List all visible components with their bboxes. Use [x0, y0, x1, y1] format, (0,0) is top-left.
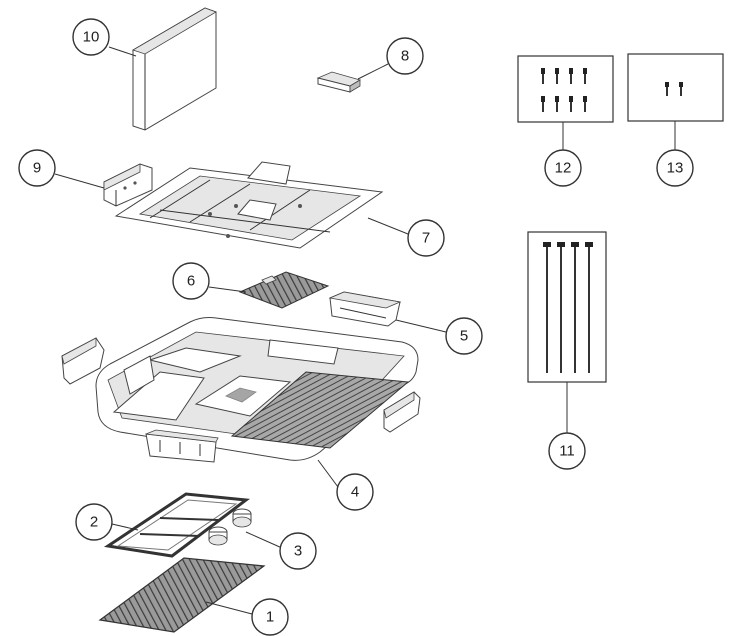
part-3-knobs: [208, 508, 252, 546]
part-7-mounting-plate: [114, 161, 384, 249]
callout-1: 1: [251, 598, 289, 636]
svg-text:11: 11: [559, 443, 575, 460]
svg-text:9: 9: [33, 160, 41, 177]
callout-7: 7: [407, 219, 445, 257]
svg-text:4: 4: [351, 484, 359, 501]
svg-text:7: 7: [422, 230, 430, 247]
part-10-filter-pad: [132, 7, 217, 131]
svg-text:10: 10: [83, 29, 100, 46]
svg-text:1: 1: [266, 609, 274, 626]
part-6-small-grille: [238, 271, 330, 309]
part-12-screw-kit: [517, 55, 614, 123]
leader-6: [208, 286, 247, 293]
svg-text:3: 3: [294, 543, 302, 560]
svg-text:12: 12: [555, 160, 572, 177]
svg-text:6: 6: [187, 273, 195, 290]
part-4-right-louver: [383, 391, 421, 433]
svg-text:8: 8: [401, 48, 409, 65]
part-2-frame-gasket: [103, 492, 250, 558]
leader-7: [367, 217, 409, 235]
callout-12: 12: [544, 149, 582, 187]
leader-8: [357, 63, 389, 80]
callout-8: 8: [386, 37, 424, 75]
callout-11: 11: [548, 432, 586, 470]
leader-2: [111, 523, 139, 531]
part-5-side-louver: [328, 291, 402, 327]
part-11-bolt-kit: [527, 231, 607, 383]
callout-6: 6: [172, 262, 210, 300]
part-8-bracket: [316, 71, 361, 93]
callout-13: 13: [656, 149, 694, 187]
part-4-front-louver: [145, 429, 219, 463]
callout-10: 10: [72, 18, 110, 56]
svg-text:2: 2: [90, 514, 98, 531]
part-13-screw-kit: [627, 53, 724, 122]
callout-4: 4: [336, 473, 374, 511]
leader-5: [395, 319, 447, 333]
part-4-main-housing: [95, 317, 419, 461]
leader-9: [54, 173, 105, 189]
callout-3: 3: [279, 532, 317, 570]
leader-4: [317, 459, 339, 488]
svg-text:13: 13: [667, 160, 684, 177]
callout-5: 5: [445, 317, 483, 355]
part-1-bottom-grille: [98, 557, 266, 633]
leader-10: [108, 46, 137, 57]
part-4-left-louver: [61, 337, 105, 385]
leader-1: [205, 601, 253, 615]
leader-3: [245, 531, 283, 549]
callout-9: 9: [18, 149, 56, 187]
part-9-side-bracket: [103, 163, 153, 207]
callout-2: 2: [75, 503, 113, 541]
svg-text:5: 5: [460, 328, 468, 345]
leader-lines: [54, 46, 676, 615]
